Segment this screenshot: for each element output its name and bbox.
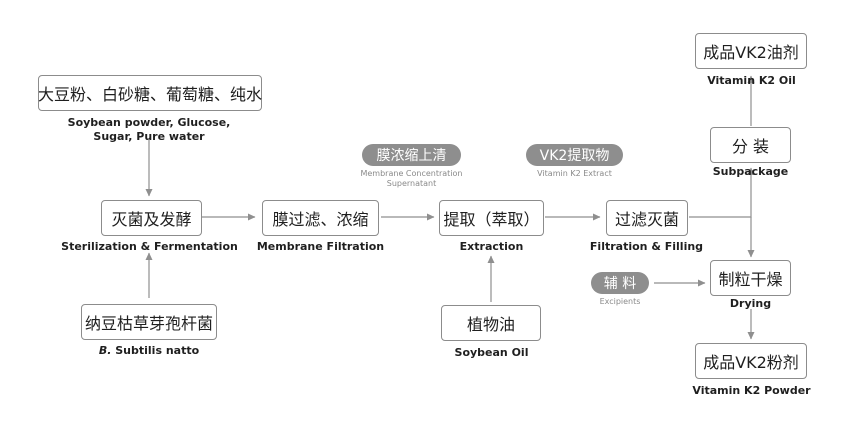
vk2-powder-box: 成品VK2粉剂 (695, 343, 807, 379)
strain-en: B. Subtilis natto (98, 344, 200, 357)
subpackage-zh: 分 装 (731, 137, 770, 156)
vk2-oil-box: 成品VK2油剂 (695, 33, 807, 69)
vk2-powder-zh: 成品VK2粉剂 (703, 353, 799, 372)
vk2-oil-en: Vitamin K2 Oil (707, 74, 796, 87)
extraction-en: Extraction (459, 240, 524, 253)
excipients-tag: 辅 料 (591, 272, 649, 294)
strain-box: 纳豆枯草芽孢杆菌 (81, 304, 217, 340)
filtration-filling-box: 过滤灭菌 (606, 200, 688, 236)
subpackage-en: Subpackage (712, 165, 789, 178)
subpackage-box: 分 装 (710, 127, 791, 163)
drying-zh: 制粒干燥 (718, 270, 783, 289)
membrane-filtration-en: Membrane Filtration (256, 240, 385, 253)
vk2-oil-zh: 成品VK2油剂 (703, 43, 799, 62)
soybean-oil-en: Soybean Oil (454, 346, 529, 359)
sterilization-box: 灭菌及发酵 (101, 200, 202, 236)
membrane-supernatant-tag: 膜浓缩上清 (362, 144, 461, 166)
soybean-oil-zh: 植物油 (466, 315, 515, 334)
membrane-filtration-box: 膜过滤、浓缩 (262, 200, 379, 236)
raw-materials-box: 大豆粉、白砂糖、葡萄糖、纯水 (38, 75, 262, 111)
membrane-filtration-zh: 膜过滤、浓缩 (272, 210, 369, 229)
vk2-extract-tag: VK2提取物 (526, 144, 623, 166)
strain-zh: 纳豆枯草芽孢杆菌 (84, 314, 213, 333)
raw-materials-zh: 大豆粉、白砂糖、葡萄糖、纯水 (38, 85, 263, 104)
extraction-zh: 提取（萃取） (443, 210, 540, 229)
excipients-note: Excipients (599, 297, 641, 306)
vk2-extract-note: Vitamin K2 Extract (537, 169, 612, 178)
filtration-filling-en: Filtration & Filling (589, 240, 704, 253)
drying-en: Drying (729, 297, 772, 310)
extraction-box: 提取（萃取） (439, 200, 544, 236)
sterilization-zh: 灭菌及发酵 (111, 210, 192, 229)
filtration-filling-zh: 过滤灭菌 (614, 210, 679, 229)
vk2-powder-en: Vitamin K2 Powder (692, 384, 811, 397)
drying-box: 制粒干燥 (710, 260, 791, 296)
raw-materials-en: Soybean powder, Glucose, Sugar, Pure wat… (67, 116, 231, 143)
membrane-supernatant-note: Membrane Concentration Supernatant (360, 169, 463, 188)
soybean-oil-box: 植物油 (441, 305, 541, 341)
sterilization-en: Sterilization & Fermentation (61, 240, 238, 253)
